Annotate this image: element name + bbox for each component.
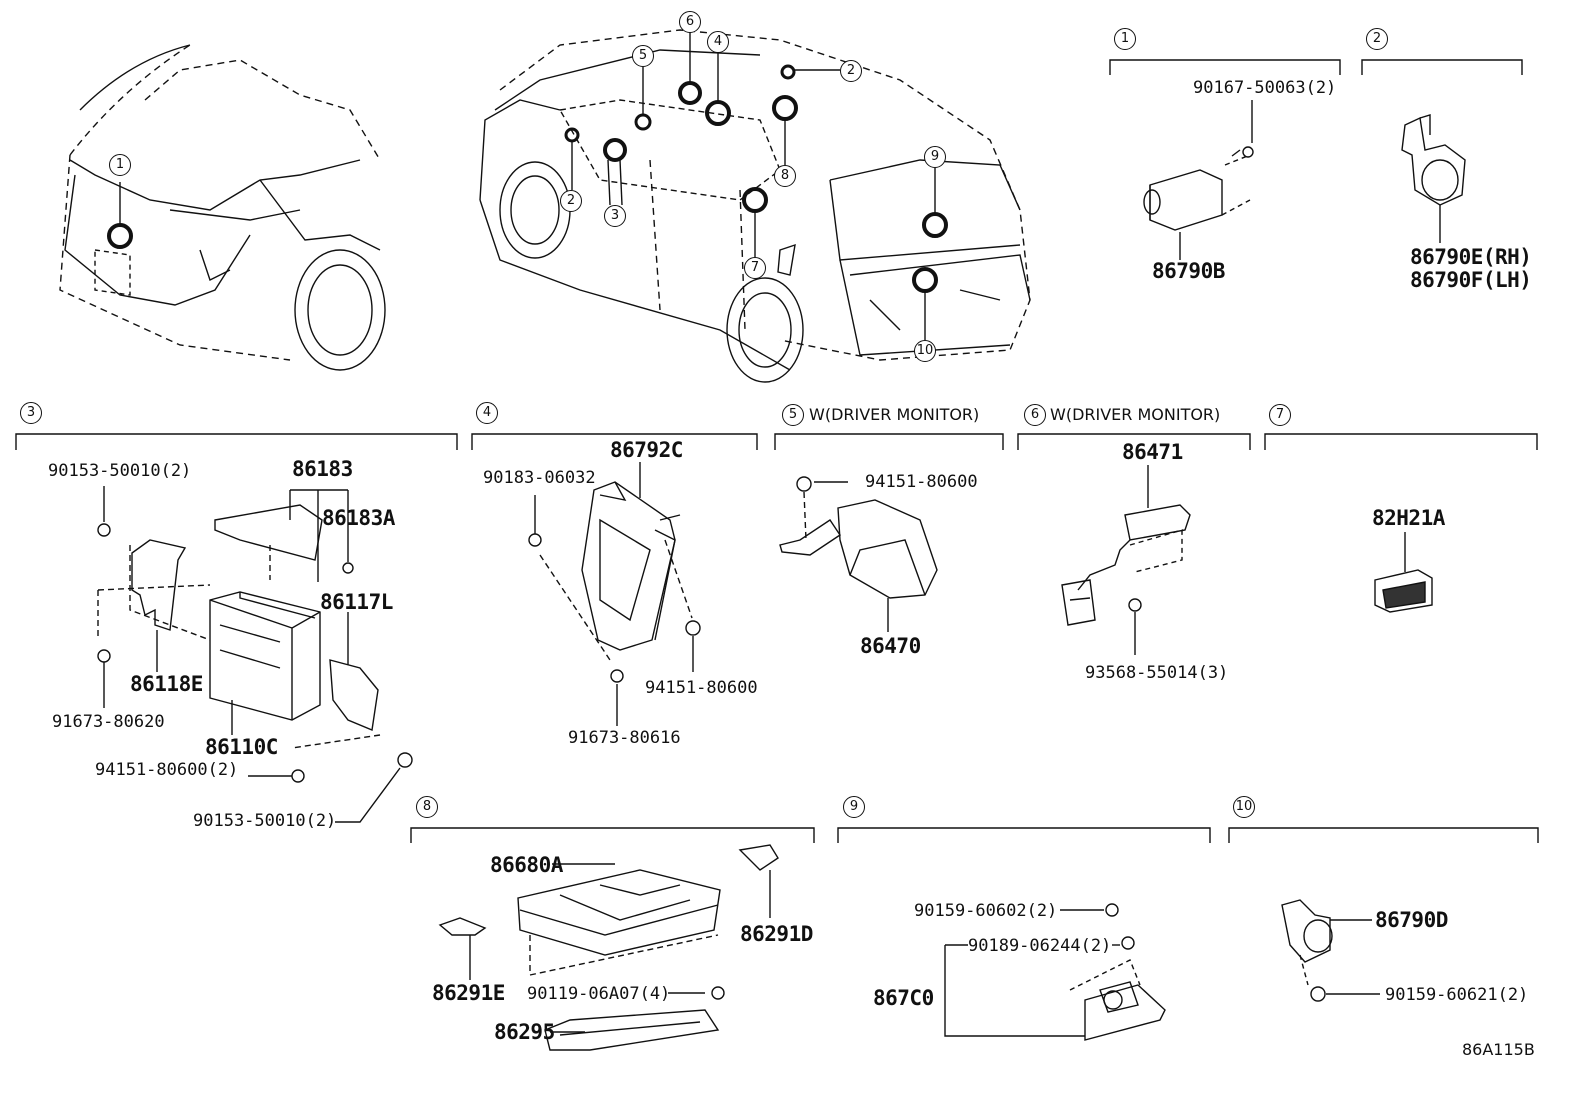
diagram-code: 86A115B (1462, 1040, 1535, 1059)
section-2-number: 2 (1366, 28, 1388, 50)
callout-1-front: 1 (109, 154, 131, 176)
part-86790F-LH: 86790F(LH) (1410, 268, 1532, 292)
section-brackets (15, 59, 1539, 843)
camera-86790D-illustration (1281, 899, 1380, 1002)
section-6-number: 6 (1024, 404, 1046, 426)
part-86183: 86183 (292, 457, 353, 481)
part-86110C: 86110C (205, 735, 278, 759)
camera-86790E-illustration (1401, 114, 1466, 243)
part-90153-50010-bottom: 90153-50010(2) (193, 811, 337, 831)
section-5-note: W(DRIVER MONITOR) (809, 405, 980, 424)
part-91673-80620: 91673-80620 (52, 712, 165, 732)
part-86470: 86470 (860, 634, 921, 658)
part-86790E-RH: 86790E(RH) (1410, 245, 1532, 269)
callout-8: 8 (774, 165, 796, 187)
part-90159-60602: 90159-60602(2) (914, 901, 1058, 921)
part-91673-80616: 91673-80616 (568, 728, 681, 748)
part-93568-55014: 93568-55014(3) (1085, 663, 1229, 683)
part-90153-50010-top: 90153-50010(2) (48, 461, 192, 481)
front-vehicle-illustration (59, 44, 386, 371)
camera-86790B-illustration (1143, 100, 1254, 260)
callout-10: 10 (914, 340, 936, 362)
sensor-86470-illustration (779, 476, 938, 632)
section-10-number: 10 (1233, 796, 1255, 818)
camera-867C0-illustration (944, 903, 1166, 1041)
part-94151-80600-s3: 94151-80600(2) (95, 760, 239, 780)
part-94151-80600-s5: 94151-80600 (865, 472, 978, 492)
section-8-number: 8 (416, 796, 438, 818)
part-86790D: 86790D (1375, 908, 1448, 932)
part-86118E: 86118E (130, 672, 203, 696)
module-86792C-illustration (528, 462, 701, 726)
part-90119-06A07: 90119-06A07(4) (527, 984, 671, 1004)
callout-2-left: 2 (560, 190, 582, 212)
connector-82H21A-illustration (1374, 532, 1433, 613)
part-86183A: 86183A (322, 506, 395, 530)
part-86790B: 86790B (1152, 259, 1225, 283)
section-4-number: 4 (476, 402, 498, 424)
part-90183-06032: 90183-06032 (483, 468, 596, 488)
part-86291E: 86291E (432, 981, 505, 1005)
callout-7: 7 (744, 257, 766, 279)
part-82H21A: 82H21A (1372, 506, 1445, 530)
part-86117L: 86117L (320, 590, 393, 614)
receiver-86680A-illustration (438, 844, 779, 1051)
section-9-number: 9 (843, 796, 865, 818)
ecu-86110C-illustration (97, 486, 413, 823)
camera-86471-illustration (1061, 465, 1191, 655)
part-86291D: 86291D (740, 922, 813, 946)
part-86792C: 86792C (610, 438, 683, 462)
callout-4: 4 (707, 31, 729, 53)
rear-vehicle-illustration (479, 29, 1031, 383)
section-6-note: W(DRIVER MONITOR) (1050, 405, 1221, 424)
callout-9: 9 (924, 146, 946, 168)
section-5-number: 5 (782, 404, 804, 426)
callout-2-right: 2 (840, 60, 862, 82)
section-1-number: 1 (1114, 28, 1136, 50)
callout-6: 6 (679, 11, 701, 33)
part-867C0: 867C0 (873, 986, 934, 1010)
part-86295: 86295 (494, 1020, 555, 1044)
part-86680A: 86680A (490, 853, 563, 877)
callout-5: 5 (632, 45, 654, 67)
part-86471: 86471 (1122, 440, 1183, 464)
part-90167-50063: 90167-50063(2) (1193, 78, 1337, 98)
part-90189-06244: 90189-06244(2) (968, 936, 1112, 956)
part-90159-60621: 90159-60621(2) (1385, 985, 1529, 1005)
part-94151-80600-s4: 94151-80600 (645, 678, 758, 698)
callout-3: 3 (604, 205, 626, 227)
section-7-number: 7 (1269, 404, 1291, 426)
section-3-number: 3 (20, 402, 42, 424)
